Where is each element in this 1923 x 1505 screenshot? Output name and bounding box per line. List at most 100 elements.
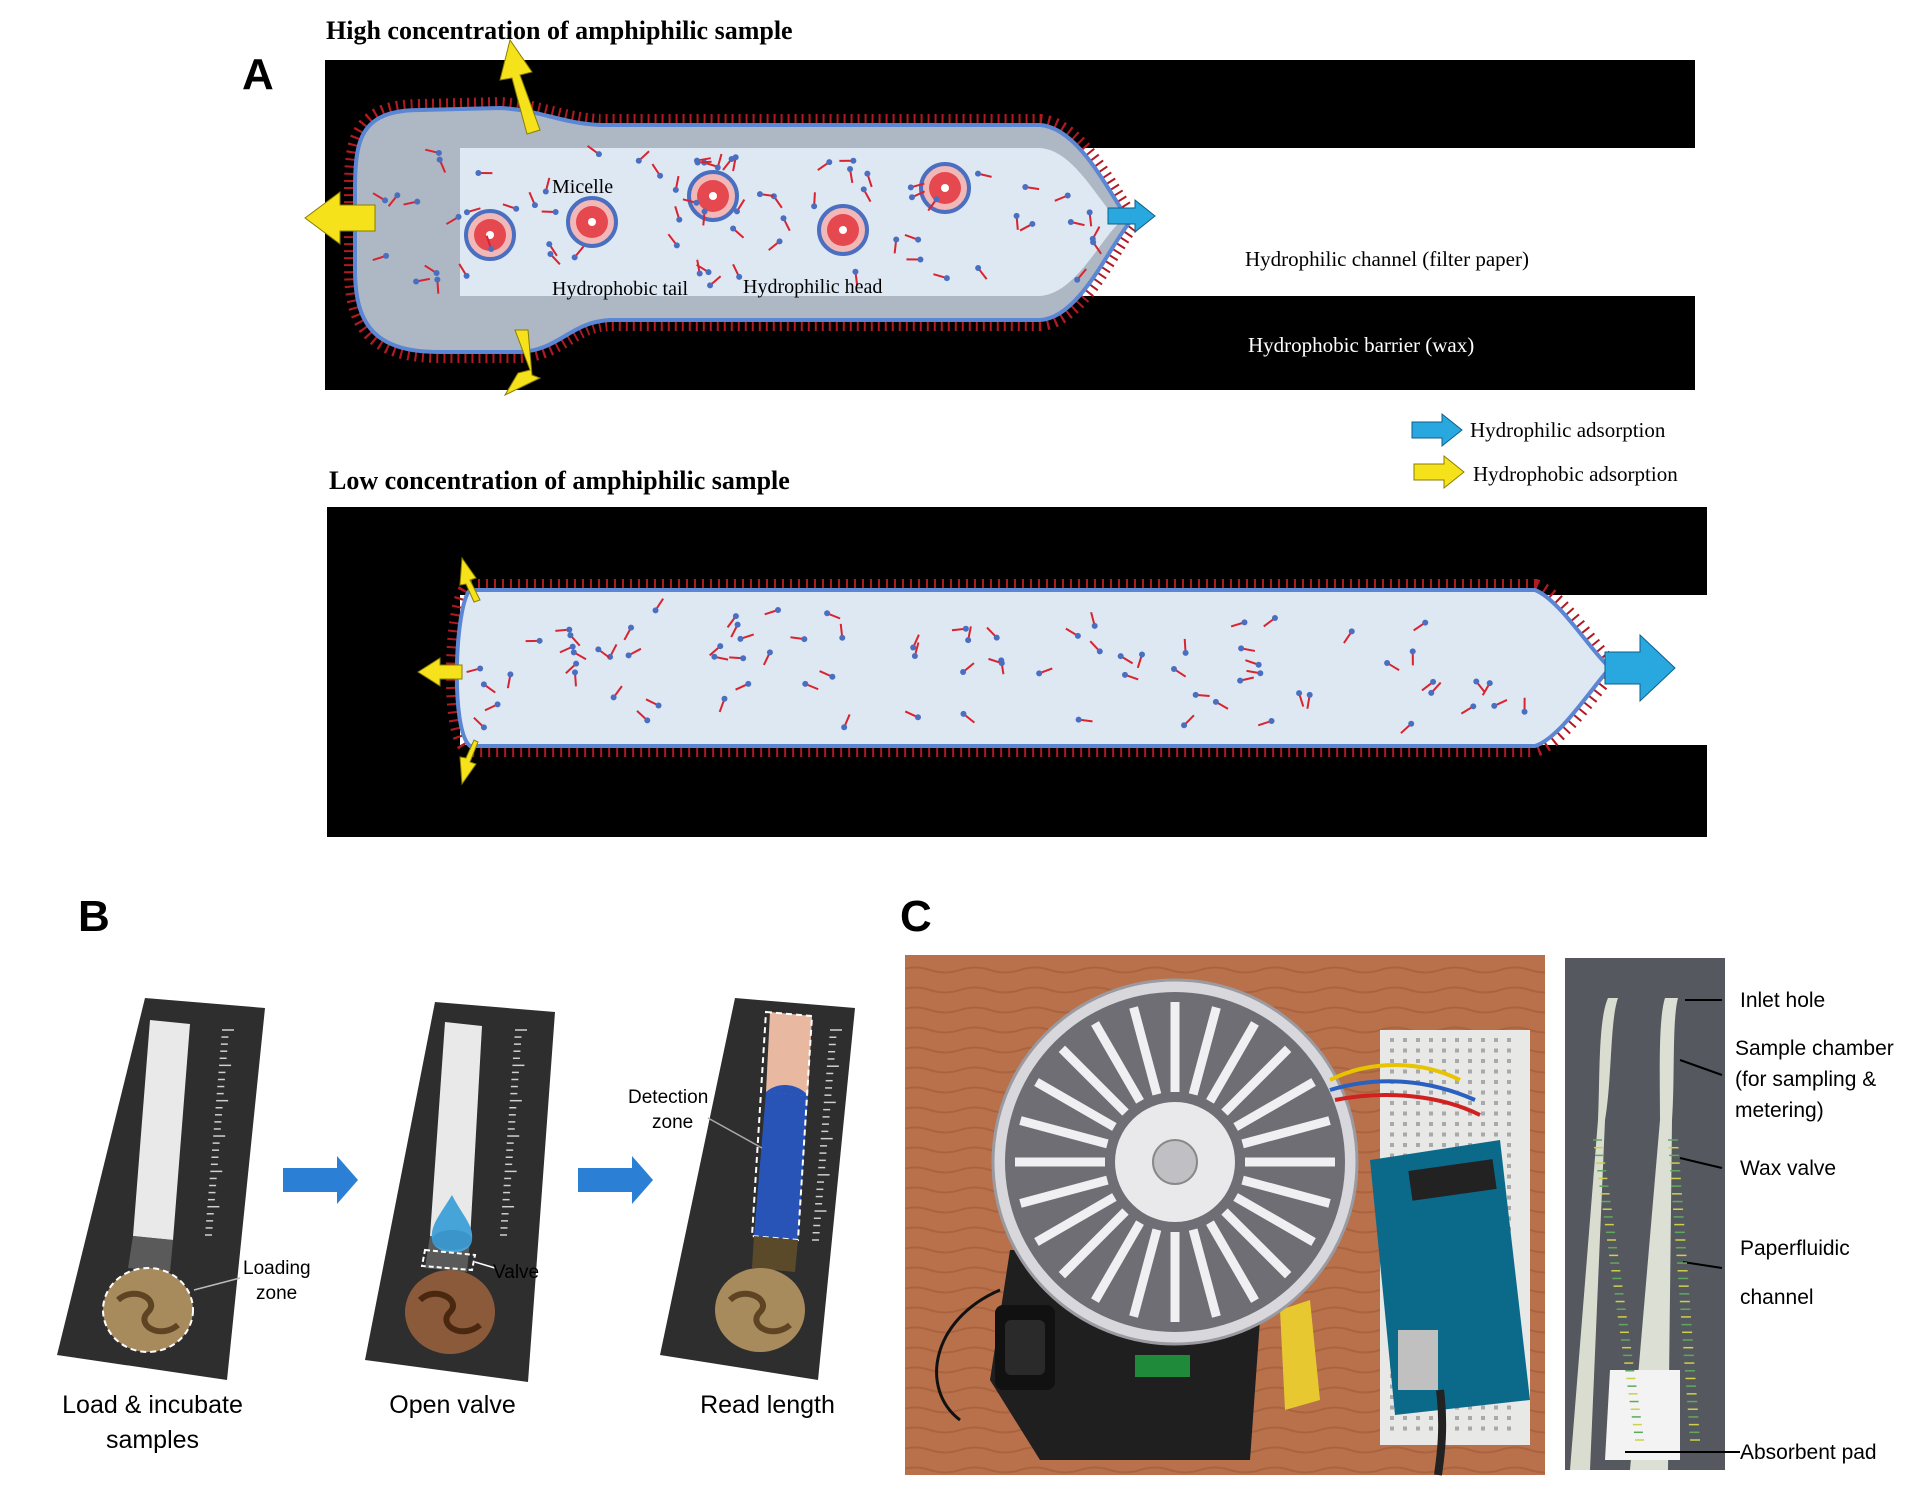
amphiphile-head: [711, 653, 718, 660]
sample-chamber-label-1: Sample chamber: [1735, 1037, 1894, 1060]
breadboard-hole: [1507, 1048, 1511, 1053]
amphiphile-head: [908, 194, 915, 201]
breadboard-hole: [1507, 1069, 1511, 1074]
breadboard-hole: [1481, 1048, 1485, 1053]
disc-channel: [1034, 1078, 1117, 1131]
amphiphile-head: [693, 157, 700, 164]
breadboard-hole: [1390, 1405, 1394, 1410]
amphiphile-head: [717, 643, 724, 650]
breadboard-hole: [1494, 1059, 1498, 1063]
sample-chamber-label-3: metering): [1735, 1099, 1824, 1122]
breadboard-hole: [1429, 1143, 1433, 1147]
amphiphile-head: [436, 156, 443, 163]
amphiphile-head: [628, 624, 635, 631]
breadboard-hole: [1494, 1122, 1498, 1126]
amphiphile-head: [477, 665, 484, 672]
breadboard-hole: [1403, 1416, 1407, 1420]
breadboard-hole: [1468, 1069, 1472, 1074]
breadboard-hole: [1390, 1048, 1394, 1053]
amphiphile-head: [960, 710, 967, 717]
amphiphile-head: [826, 159, 833, 166]
breadboard-hole: [1455, 1101, 1459, 1105]
disc-channel: [1034, 1193, 1117, 1246]
breadboard-hole: [1442, 1132, 1446, 1137]
breadboard-hole: [1416, 1111, 1420, 1116]
breadboard-hole: [1416, 1143, 1420, 1147]
yellow-arrow-left: [304, 191, 376, 245]
amphiphile-head: [811, 203, 818, 210]
amphiphile-head: [1036, 670, 1043, 677]
channel-label: channel: [1740, 1286, 1814, 1309]
amphiphile-head: [696, 270, 703, 277]
amphiphile-head: [463, 272, 470, 279]
breadboard-hole: [1507, 1405, 1511, 1410]
amphiphile-head: [847, 166, 854, 173]
amphiphile-head: [507, 671, 514, 678]
breadboard-hole: [1390, 1069, 1394, 1074]
amphiphile-molecules-high: [372, 145, 1102, 294]
micelle-label: Micelle: [552, 176, 614, 198]
amphiphile-head: [1074, 276, 1081, 283]
amphiphile-head: [1257, 670, 1264, 677]
breadboard-hole: [1429, 1416, 1433, 1420]
amphiphile-head: [570, 649, 577, 656]
amphiphile-head: [943, 275, 950, 282]
disc-channel: [1019, 1175, 1109, 1208]
amphiphile-head: [610, 694, 617, 701]
amphiphile-head: [998, 660, 1005, 667]
breadboard-hole: [1481, 1101, 1485, 1105]
amphiphile-head: [1117, 653, 1124, 660]
amphiphile-head: [513, 205, 520, 212]
detection-zone-label-1: Detection: [628, 1087, 709, 1108]
disc-channel: [1206, 1021, 1259, 1104]
amphiphile-head: [911, 653, 918, 660]
breadboard-hole: [1416, 1122, 1420, 1126]
amphiphile-head: [701, 208, 708, 215]
amphiphile-head: [652, 607, 659, 614]
breadboard-hole: [1390, 1101, 1394, 1105]
breadboard-hole: [1481, 1132, 1485, 1137]
blue-arrow-tip-high: [1107, 198, 1156, 234]
breadboard-hole: [1390, 1426, 1394, 1431]
breadboard-hole: [1455, 1426, 1459, 1431]
step1-caption-line1: Load & incubate: [62, 1391, 243, 1419]
amphiphile-head: [1090, 239, 1097, 246]
amphiphile-head: [1422, 619, 1429, 626]
amphiphile-head: [730, 225, 737, 232]
amphiphile-head: [1296, 690, 1303, 697]
breadboard-hole: [1455, 1059, 1459, 1063]
disc-channel: [1091, 1021, 1144, 1104]
breadboard-hole: [1442, 1048, 1446, 1053]
amphiphile-head: [1212, 698, 1219, 705]
panel-c-letter: C: [900, 892, 932, 941]
breadboard-hole: [1507, 1059, 1511, 1063]
breadboard-hole: [1390, 1111, 1394, 1116]
breadboard-hole: [1507, 1090, 1511, 1095]
amphiphile-head: [1384, 659, 1391, 666]
amphiphile-head: [914, 714, 921, 721]
amphiphile-head: [893, 236, 900, 243]
amphiphile-head: [1091, 622, 1098, 629]
amphiphile-head: [1268, 717, 1275, 724]
breadboard-hole: [1507, 1143, 1511, 1147]
amphiphile-head: [1521, 708, 1528, 715]
breadboard-hole: [1403, 1132, 1407, 1137]
disc-channel: [1129, 1228, 1162, 1318]
disc-channel: [1221, 1208, 1292, 1279]
amphiphile-head: [1170, 665, 1177, 672]
breadboard-hole: [1468, 1038, 1472, 1042]
detection-zone-label-2: zone: [652, 1112, 694, 1133]
breadboard-hole: [1429, 1122, 1433, 1126]
amphiphile-head: [732, 613, 739, 620]
breadboard-hole: [1390, 1038, 1394, 1042]
amphiphile-head: [571, 669, 578, 676]
step2-caption: Open valve: [389, 1391, 516, 1419]
wax-valve-label: Wax valve: [1740, 1157, 1837, 1180]
breadboard-hole: [1390, 1132, 1394, 1137]
breadboard-hole: [1507, 1101, 1511, 1105]
amphiphile-head: [1181, 722, 1188, 729]
breadboard-hole: [1390, 1090, 1394, 1095]
